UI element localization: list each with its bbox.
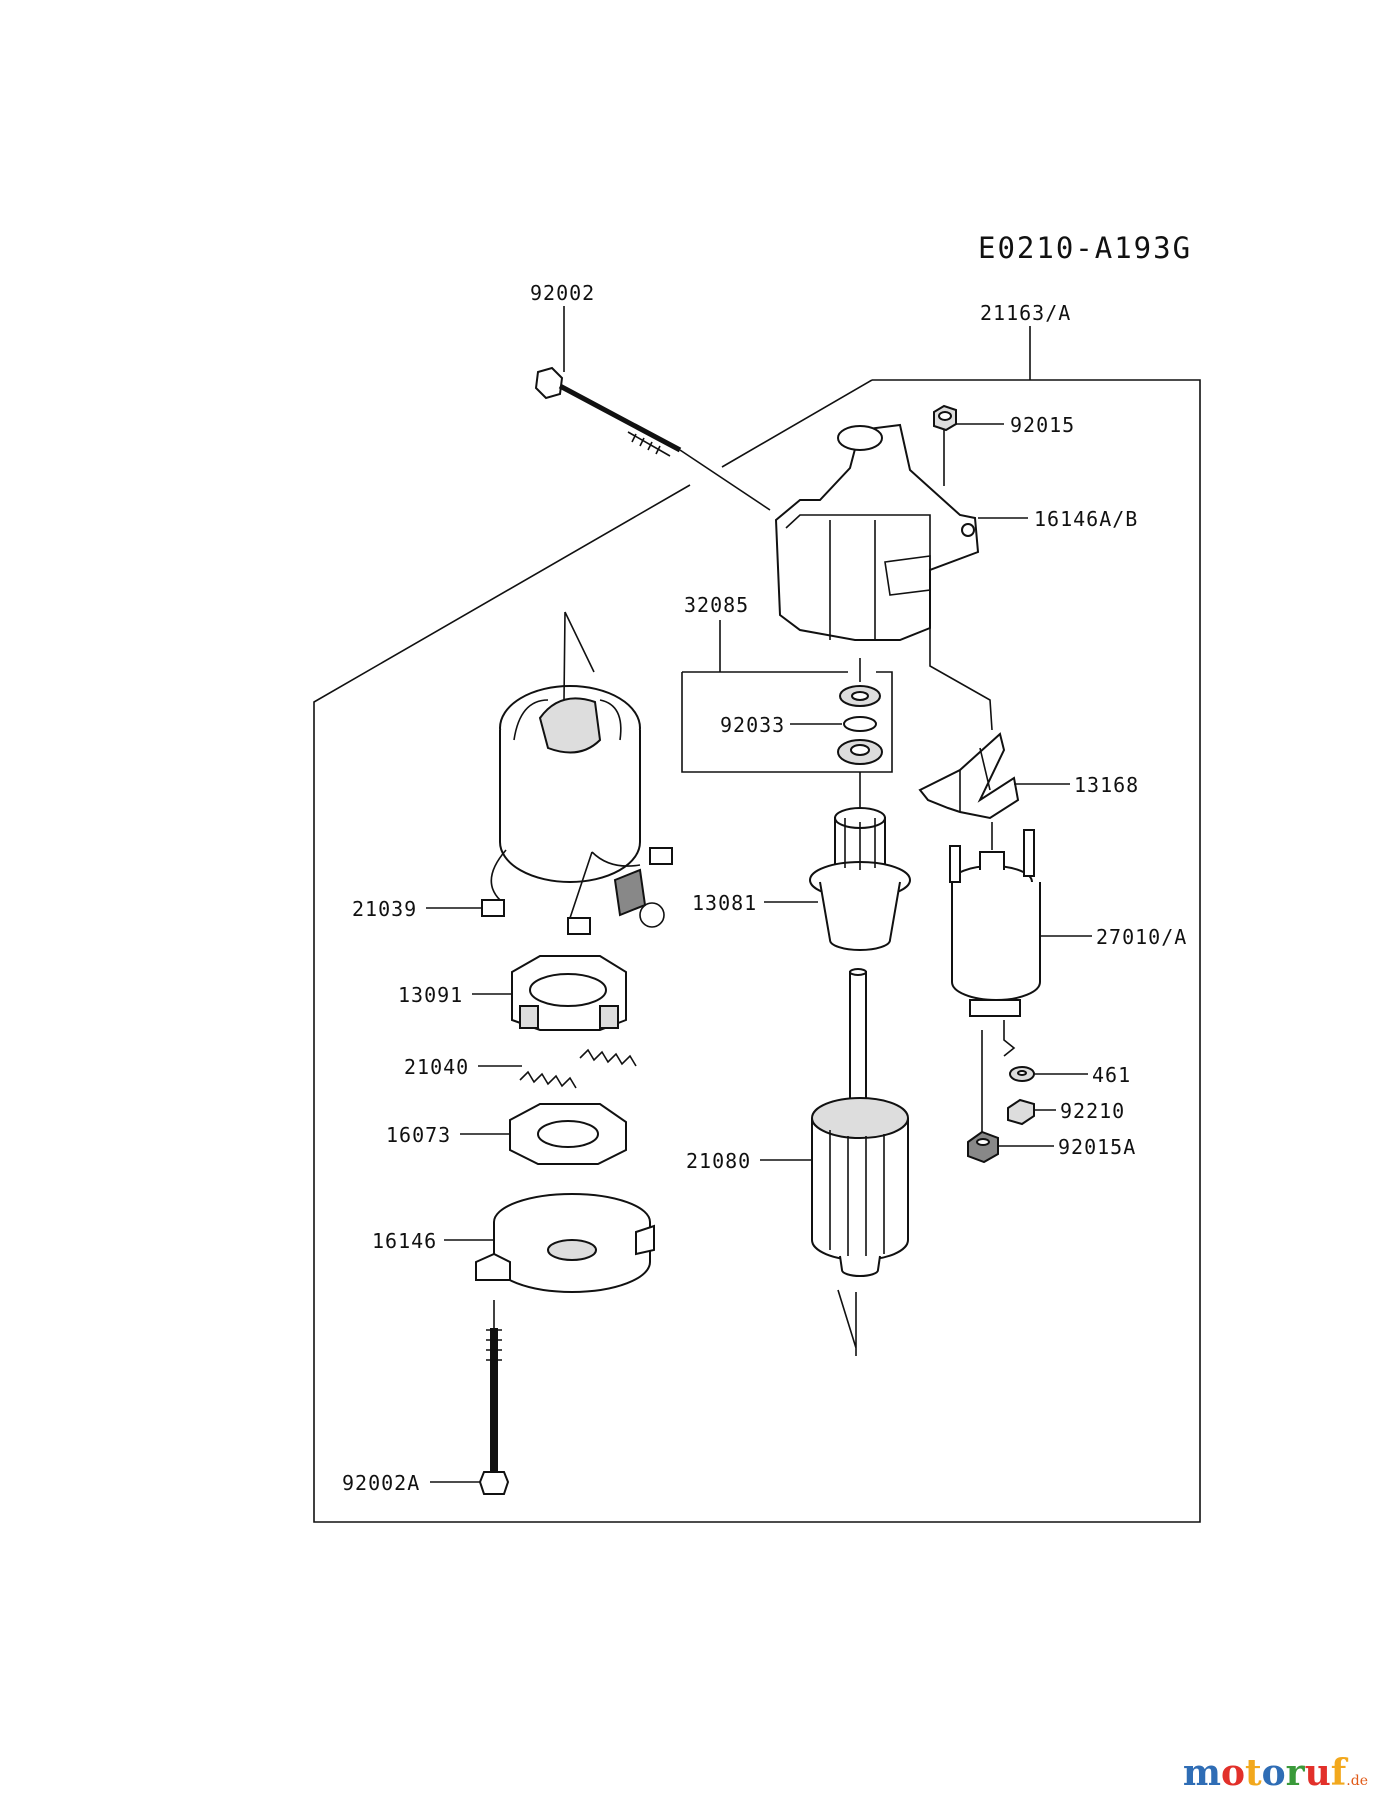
end-cover-bolt-part: [478, 1300, 510, 1495]
shift-lever-part: [918, 628, 1020, 820]
watermark-letter: f: [1330, 1752, 1347, 1794]
assembly-boundary-edge: [721, 379, 873, 468]
watermark-domain: .de: [1346, 1773, 1368, 1789]
label-16146: 16146: [372, 1229, 437, 1253]
solenoid-hardware-leader: [981, 1020, 1016, 1132]
label-92002a: 92002A: [342, 1471, 420, 1495]
washer-set-part: [837, 658, 883, 810]
label-13091: 13091: [398, 983, 463, 1007]
label-92210: 92210: [1060, 1099, 1125, 1123]
label-92015a: 92015A: [1058, 1135, 1136, 1159]
watermark-letter: o: [1220, 1752, 1245, 1794]
watermark-letter: o: [1261, 1752, 1286, 1794]
solenoid-part: [949, 822, 1041, 1017]
label-92033: 92033: [720, 713, 785, 737]
diagram-code: E0210-A193G: [978, 231, 1192, 265]
watermark-letter: t: [1244, 1752, 1262, 1794]
end-cover-part: [475, 1193, 655, 1293]
nut-92015a-part: [967, 1130, 999, 1164]
label-92015: 92015: [1010, 413, 1075, 437]
brush-plate-part: [509, 1103, 627, 1165]
label-461: 461: [1092, 1063, 1131, 1087]
site-watermark: motoruf.de: [1183, 1752, 1368, 1794]
label-21039: 21039: [352, 897, 417, 921]
nut-92210-part: [1007, 1098, 1035, 1126]
label-21163-a: 21163/A: [980, 301, 1071, 325]
label-21080: 21080: [686, 1149, 751, 1173]
leader-16146ab: [943, 430, 1028, 519]
pinion-clutch-part: [809, 807, 911, 951]
label-21040: 21040: [404, 1055, 469, 1079]
label-13081: 13081: [692, 891, 757, 915]
watermark-letter: m: [1182, 1752, 1221, 1794]
nut-part: [933, 404, 957, 432]
label-27010-a: 27010/A: [1096, 925, 1187, 949]
watermark-letter: r: [1285, 1752, 1305, 1794]
washer-461-part: [1009, 1066, 1035, 1082]
label-32085: 32085: [684, 593, 749, 617]
brush-springs-part: [519, 1048, 637, 1089]
assembly-boundary: [313, 379, 1201, 1523]
watermark-letter: u: [1304, 1752, 1331, 1794]
leader-32085: [681, 620, 893, 773]
through-bolt-part: [534, 366, 771, 511]
label-16146a-b: 16146A/B: [1034, 507, 1138, 531]
armature-part: [811, 968, 909, 1356]
drive-housing-part: [774, 423, 980, 641]
brush-holder-part: [511, 955, 627, 1031]
field-coil-yoke-part: [481, 611, 673, 935]
watermark-letters: motoruf: [1183, 1752, 1346, 1794]
label-13168: 13168: [1074, 773, 1139, 797]
label-16073: 16073: [386, 1123, 451, 1147]
label-92002: 92002: [530, 281, 595, 305]
